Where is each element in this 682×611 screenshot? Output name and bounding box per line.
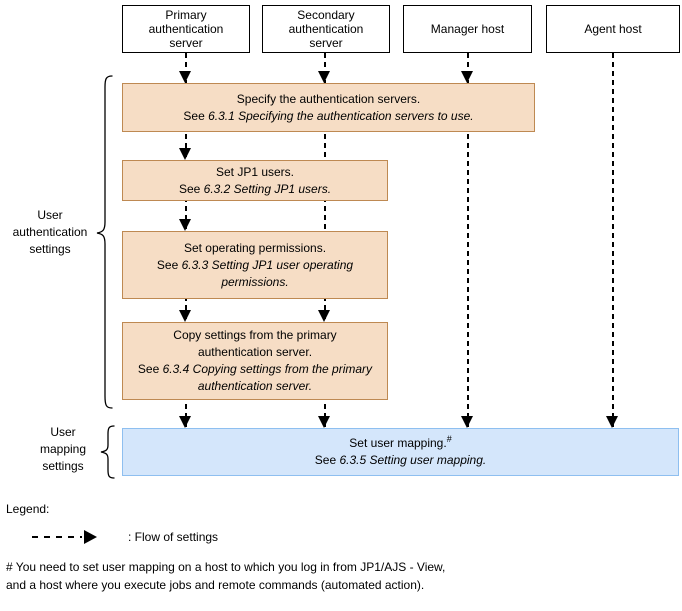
flow-line-manager <box>467 53 469 428</box>
step-see-line: See 6.3.2 Setting JP1 users. <box>137 181 373 198</box>
flow-line-agent <box>612 53 614 428</box>
step-title: Copy settings from the primary authentic… <box>173 328 337 359</box>
legend-flow-label: : Flow of settings <box>128 530 219 544</box>
footnote-text: # You need to set user mapping on a host… <box>6 560 446 592</box>
step-title: Specify the authentication servers. <box>236 91 421 106</box>
host-label-manager: Manager host <box>430 22 505 36</box>
legend-dashed-line <box>32 536 82 538</box>
see-reference: 6.3.5 Setting user mapping. <box>339 453 487 467</box>
arrowhead-primary-step3 <box>179 219 191 231</box>
host-box-agent: Agent host <box>546 5 680 53</box>
see-word: See <box>178 181 201 196</box>
step-title: Set JP1 users. <box>215 164 295 179</box>
legend-arrowhead-icon <box>84 530 97 544</box>
arrowhead-primary-step1 <box>179 71 191 83</box>
step-see-line: See 6.3.3 Setting JP1 user operating per… <box>137 257 373 291</box>
mapping-title-text: Set user mapping. <box>349 436 447 450</box>
arrowhead-secondary-mapping <box>318 416 330 428</box>
see-word: See <box>314 453 337 467</box>
host-label-secondary: Secondary authentication server <box>288 8 364 50</box>
step-see-line: See 6.3.4 Copying settings from the prim… <box>137 361 373 395</box>
see-word: See <box>156 257 179 272</box>
arrowhead-secondary-step4 <box>318 310 330 322</box>
step-see-line: See 6.3.1 Specifying the authentication … <box>137 108 520 125</box>
arrowhead-agent-mapping <box>606 416 618 428</box>
footnote-marker: # <box>446 434 452 444</box>
host-box-primary-auth-server: Primary authentication server <box>122 5 250 53</box>
see-reference: 6.3.1 Specifying the authentication serv… <box>208 108 474 123</box>
arrowhead-primary-mapping <box>179 416 191 428</box>
arrowhead-primary-step2 <box>179 148 191 160</box>
arrowhead-primary-step4 <box>179 310 191 322</box>
group-label-user-mapping-settings: User mapping settings <box>39 425 87 473</box>
group-label-user-authentication-settings: User authentication settings <box>12 208 88 256</box>
host-label-agent: Agent host <box>584 22 642 36</box>
see-reference: 6.3.3 Setting JP1 user operating permiss… <box>181 257 354 289</box>
step-box-copy-settings: Copy settings from the primary authentic… <box>122 322 388 400</box>
step-see-line: See 6.3.5 Setting user mapping. <box>123 452 678 469</box>
step-box-specify-auth-servers: Specify the authentication servers. See … <box>122 83 535 132</box>
arrowhead-manager-mapping <box>461 416 473 428</box>
step-title: Set operating permissions. <box>183 240 327 255</box>
see-reference: 6.3.4 Copying settings from the primary … <box>162 362 373 393</box>
step-title: Set user mapping.# <box>123 435 678 452</box>
step-box-set-user-mapping: Set user mapping.# See 6.3.5 Setting use… <box>122 428 679 476</box>
see-reference: 6.3.2 Setting JP1 users. <box>203 181 332 196</box>
arrowhead-manager-step1 <box>461 71 473 83</box>
host-label-primary: Primary authentication server <box>148 8 224 50</box>
step-box-set-jp1-users: Set JP1 users. See 6.3.2 Setting JP1 use… <box>122 160 388 201</box>
see-word: See <box>137 362 160 376</box>
host-box-secondary-auth-server: Secondary authentication server <box>262 5 390 53</box>
arrowhead-secondary-step1 <box>318 71 330 83</box>
host-box-manager: Manager host <box>403 5 532 53</box>
mapping-settings-brace <box>100 425 115 479</box>
see-word: See <box>183 108 205 123</box>
auth-settings-brace <box>96 75 113 409</box>
step-box-operating-permissions: Set operating permissions. See 6.3.3 Set… <box>122 231 388 299</box>
legend-title: Legend: <box>6 502 50 516</box>
